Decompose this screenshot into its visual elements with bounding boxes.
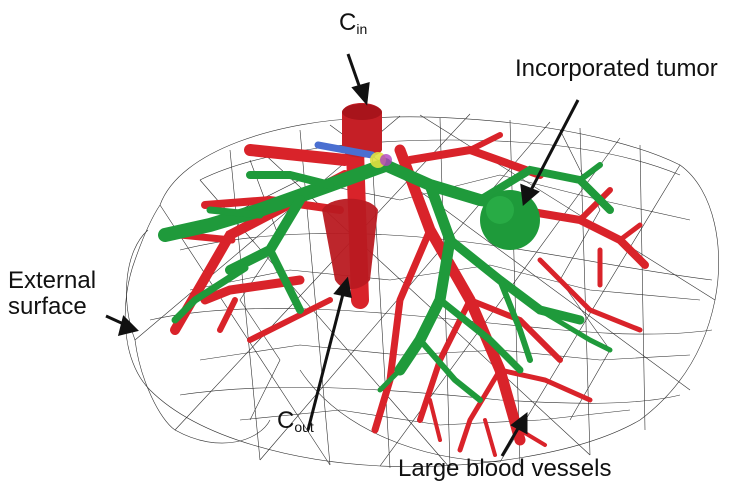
label-large-blood-vessels: Large blood vessels: [398, 456, 611, 482]
vena-cava-outlet: [322, 199, 378, 289]
red-vessel-tree: [175, 135, 645, 455]
label-c-in: Cin: [339, 10, 367, 42]
tumor-highlight: [486, 196, 514, 224]
vena-cava-top: [342, 104, 382, 120]
label-c-out: Cout: [277, 408, 314, 440]
label-external-surface: External surface: [8, 268, 96, 320]
label-incorporated-tumor: Incorporated tumor: [515, 56, 718, 82]
